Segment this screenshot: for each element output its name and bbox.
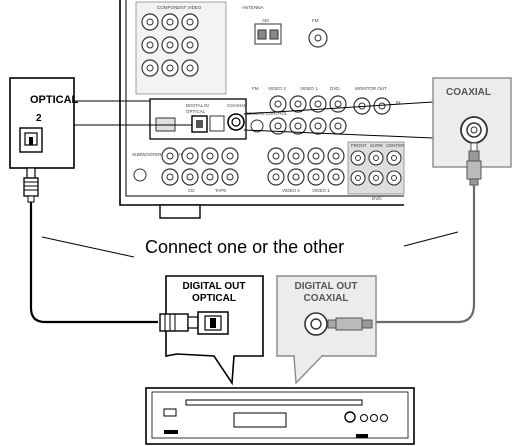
subwoofer-jack	[133, 168, 147, 182]
svg-text:DVD: DVD	[372, 196, 382, 201]
power-button	[163, 408, 177, 417]
component-video-jacks	[141, 13, 199, 77]
coaxial-plug-right-icon	[466, 142, 482, 186]
optical-callout-title: OPTICAL	[30, 94, 79, 106]
svg-text:OPTICAL: OPTICAL	[186, 109, 206, 114]
svg-text:CENTER: CENTER	[386, 143, 405, 148]
instruction-group: Connect one or the other	[41, 231, 459, 258]
optical-plug-icon	[159, 313, 189, 332]
pre-out-block	[347, 141, 405, 195]
lower-rca-jacks	[161, 147, 345, 186]
receiver-rear-panel: COMPONENT VIDEO ANTENNA AM FM DIGITAL IN…	[119, 0, 405, 219]
svg-text:DVD: DVD	[330, 86, 340, 91]
svg-text:COAXIAL: COAXIAL	[227, 103, 247, 108]
coaxial-cable	[376, 185, 476, 324]
svg-text:SURR: SURR	[370, 143, 384, 148]
dvd-knob	[344, 411, 356, 423]
coaxial-plug-icon	[335, 317, 363, 331]
svg-text:DIGITAL IN: DIGITAL IN	[186, 103, 209, 108]
optical-callout-number: 2	[36, 113, 42, 124]
digital-out-coaxial-box: DIGITAL OUT COAXIAL	[276, 275, 377, 385]
coaxial-callout-title: COAXIAL	[446, 87, 491, 98]
svg-text:MONITOR OUT: MONITOR OUT	[355, 86, 387, 91]
svg-text:REMOTE CONTROL: REMOTE CONTROL	[245, 111, 288, 116]
svg-text:ANTENNA: ANTENNA	[242, 5, 264, 10]
svg-text:IN: IN	[396, 100, 401, 105]
svg-text:FM: FM	[252, 86, 259, 91]
svg-text:VIDEO 2: VIDEO 2	[282, 188, 300, 193]
svg-text:TAPE: TAPE	[215, 188, 226, 193]
svg-text:FM: FM	[312, 18, 319, 23]
svg-text:SUBWOOFER PRE OUT: SUBWOOFER PRE OUT	[132, 152, 183, 157]
svg-text:FRONT: FRONT	[351, 143, 367, 148]
optical-callout: OPTICAL 2	[9, 77, 79, 169]
svg-text:VIDEO 3: VIDEO 3	[268, 86, 286, 91]
optical-box-line2: OPTICAL	[192, 293, 236, 304]
receiver-foot	[159, 204, 201, 219]
svg-text:VIDEO 1: VIDEO 1	[312, 188, 330, 193]
callout-lines	[74, 100, 434, 139]
svg-text:CD: CD	[188, 188, 195, 193]
svg-text:AM: AM	[262, 18, 269, 23]
coaxial-box-line1: DIGITAL OUT	[295, 281, 358, 292]
front-port	[164, 430, 178, 434]
disc-tray	[185, 399, 363, 406]
optical-3-jack	[209, 115, 225, 132]
dvd-player	[145, 387, 415, 445]
instruction-text: Connect one or the other	[145, 237, 344, 257]
display-window	[233, 412, 287, 428]
coaxial-box-line2: COAXIAL	[304, 293, 349, 304]
pre-out-jacks	[350, 150, 402, 186]
svg-text:COMPONENT VIDEO: COMPONENT VIDEO	[157, 5, 202, 10]
optical-cable	[29, 202, 158, 324]
svg-text:VIDEO 1: VIDEO 1	[300, 86, 318, 91]
optical-box-line1: DIGITAL OUT	[183, 281, 246, 292]
digital-out-optical-box: DIGITAL OUT OPTICAL	[159, 275, 264, 386]
optical-plug-left-icon	[23, 167, 39, 203]
